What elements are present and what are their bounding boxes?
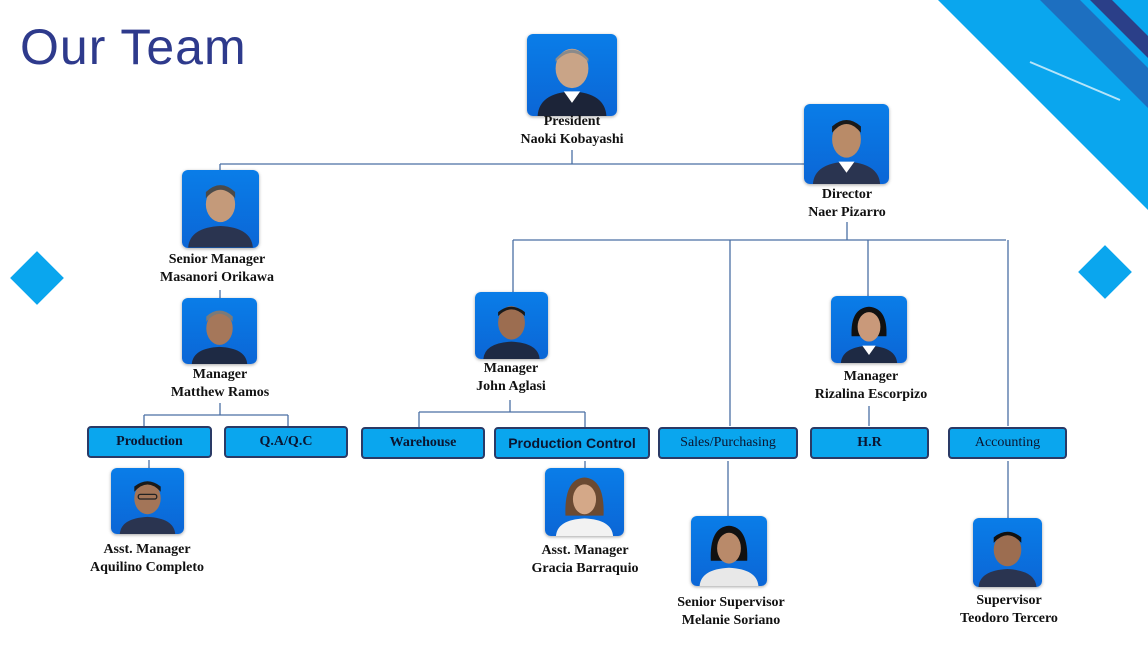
supervisor-photo [973,518,1042,587]
dept-qaqc: Q.A/Q.C [224,426,348,458]
page-title: Our Team [20,19,247,75]
director-name: Naer Pizarro [808,205,886,220]
director-role: Director [821,187,873,202]
president-photo [527,34,617,116]
manager-escorpizo-photo [831,296,907,363]
manager-aglasi-photo [475,292,548,359]
manager-escorpizo-name: Rizalina Escorpizo [814,387,928,402]
asst-barraquio-name: Gracia Barraquio [531,561,639,576]
person-silhouette-icon [191,310,248,364]
dept-warehouse: Warehouse [361,427,485,459]
person-silhouette-icon [840,306,898,363]
senior-manager-photo [182,170,259,248]
supervisor-label: Supervisor Teodoro Tercero [960,592,1058,628]
manager-ramos-role: Manager [192,367,248,382]
manager-aglasi-label: Manager John Aglasi [476,360,546,396]
asst-completo-label: Asst. Manager Aquilino Completo [90,541,204,577]
person-silhouette-icon [119,481,176,534]
senior-manager-role: Senior Manager [168,252,266,267]
dept-production: Production [87,426,212,458]
asst-barraquio-label: Asst. Manager Gracia Barraquio [532,542,639,578]
person-silhouette-icon [812,120,881,184]
manager-ramos-photo [182,298,257,364]
senior-supervisor-name: Melanie Soriano [681,613,781,628]
person-silhouette-icon [555,477,614,536]
supervisor-role: Supervisor [976,593,1042,608]
senior-manager-name: Masanori Orikawa [160,270,274,285]
director-label: Director Naer Pizarro [808,186,886,222]
dept-accounting: Accounting [948,427,1067,459]
manager-ramos-label: Manager Matthew Ramos [171,366,269,402]
asst-barraquio-photo [545,468,624,536]
dept-production-control: Production Control [494,427,650,459]
person-silhouette-icon [699,525,759,586]
person-silhouette-icon [978,531,1037,587]
senior-manager-label: Senior Manager Masanori Orikawa [160,251,274,287]
senior-supervisor-role: Senior Supervisor [677,595,785,610]
asst-completo-photo [111,468,184,534]
asst-completo-name: Aquilino Completo [90,560,204,575]
person-silhouette-icon [483,306,540,359]
manager-escorpizo-label: Manager Rizalina Escorpizo [815,368,927,404]
manager-escorpizo-role: Manager [843,369,899,384]
senior-supervisor-label: Senior Supervisor Melanie Soriano [677,594,784,630]
president-role: President [543,114,601,129]
manager-aglasi-role: Manager [483,361,539,376]
person-silhouette-icon [188,185,253,248]
manager-aglasi-name: John Aglasi [476,379,546,394]
director-photo [804,104,889,184]
asst-barraquio-role: Asst. Manager [541,543,629,558]
president-name: Naoki Kobayashi [520,132,624,147]
dept-hr: H.R [810,427,929,459]
president-label: President Naoki Kobayashi [520,113,623,149]
dept-sales-purchasing: Sales/Purchasing [658,427,798,459]
supervisor-name: Teodoro Tercero [960,611,1058,626]
asst-completo-role: Asst. Manager [103,542,191,557]
manager-ramos-name: Matthew Ramos [170,385,270,400]
person-silhouette-icon [537,48,607,116]
senior-supervisor-photo [691,516,767,586]
